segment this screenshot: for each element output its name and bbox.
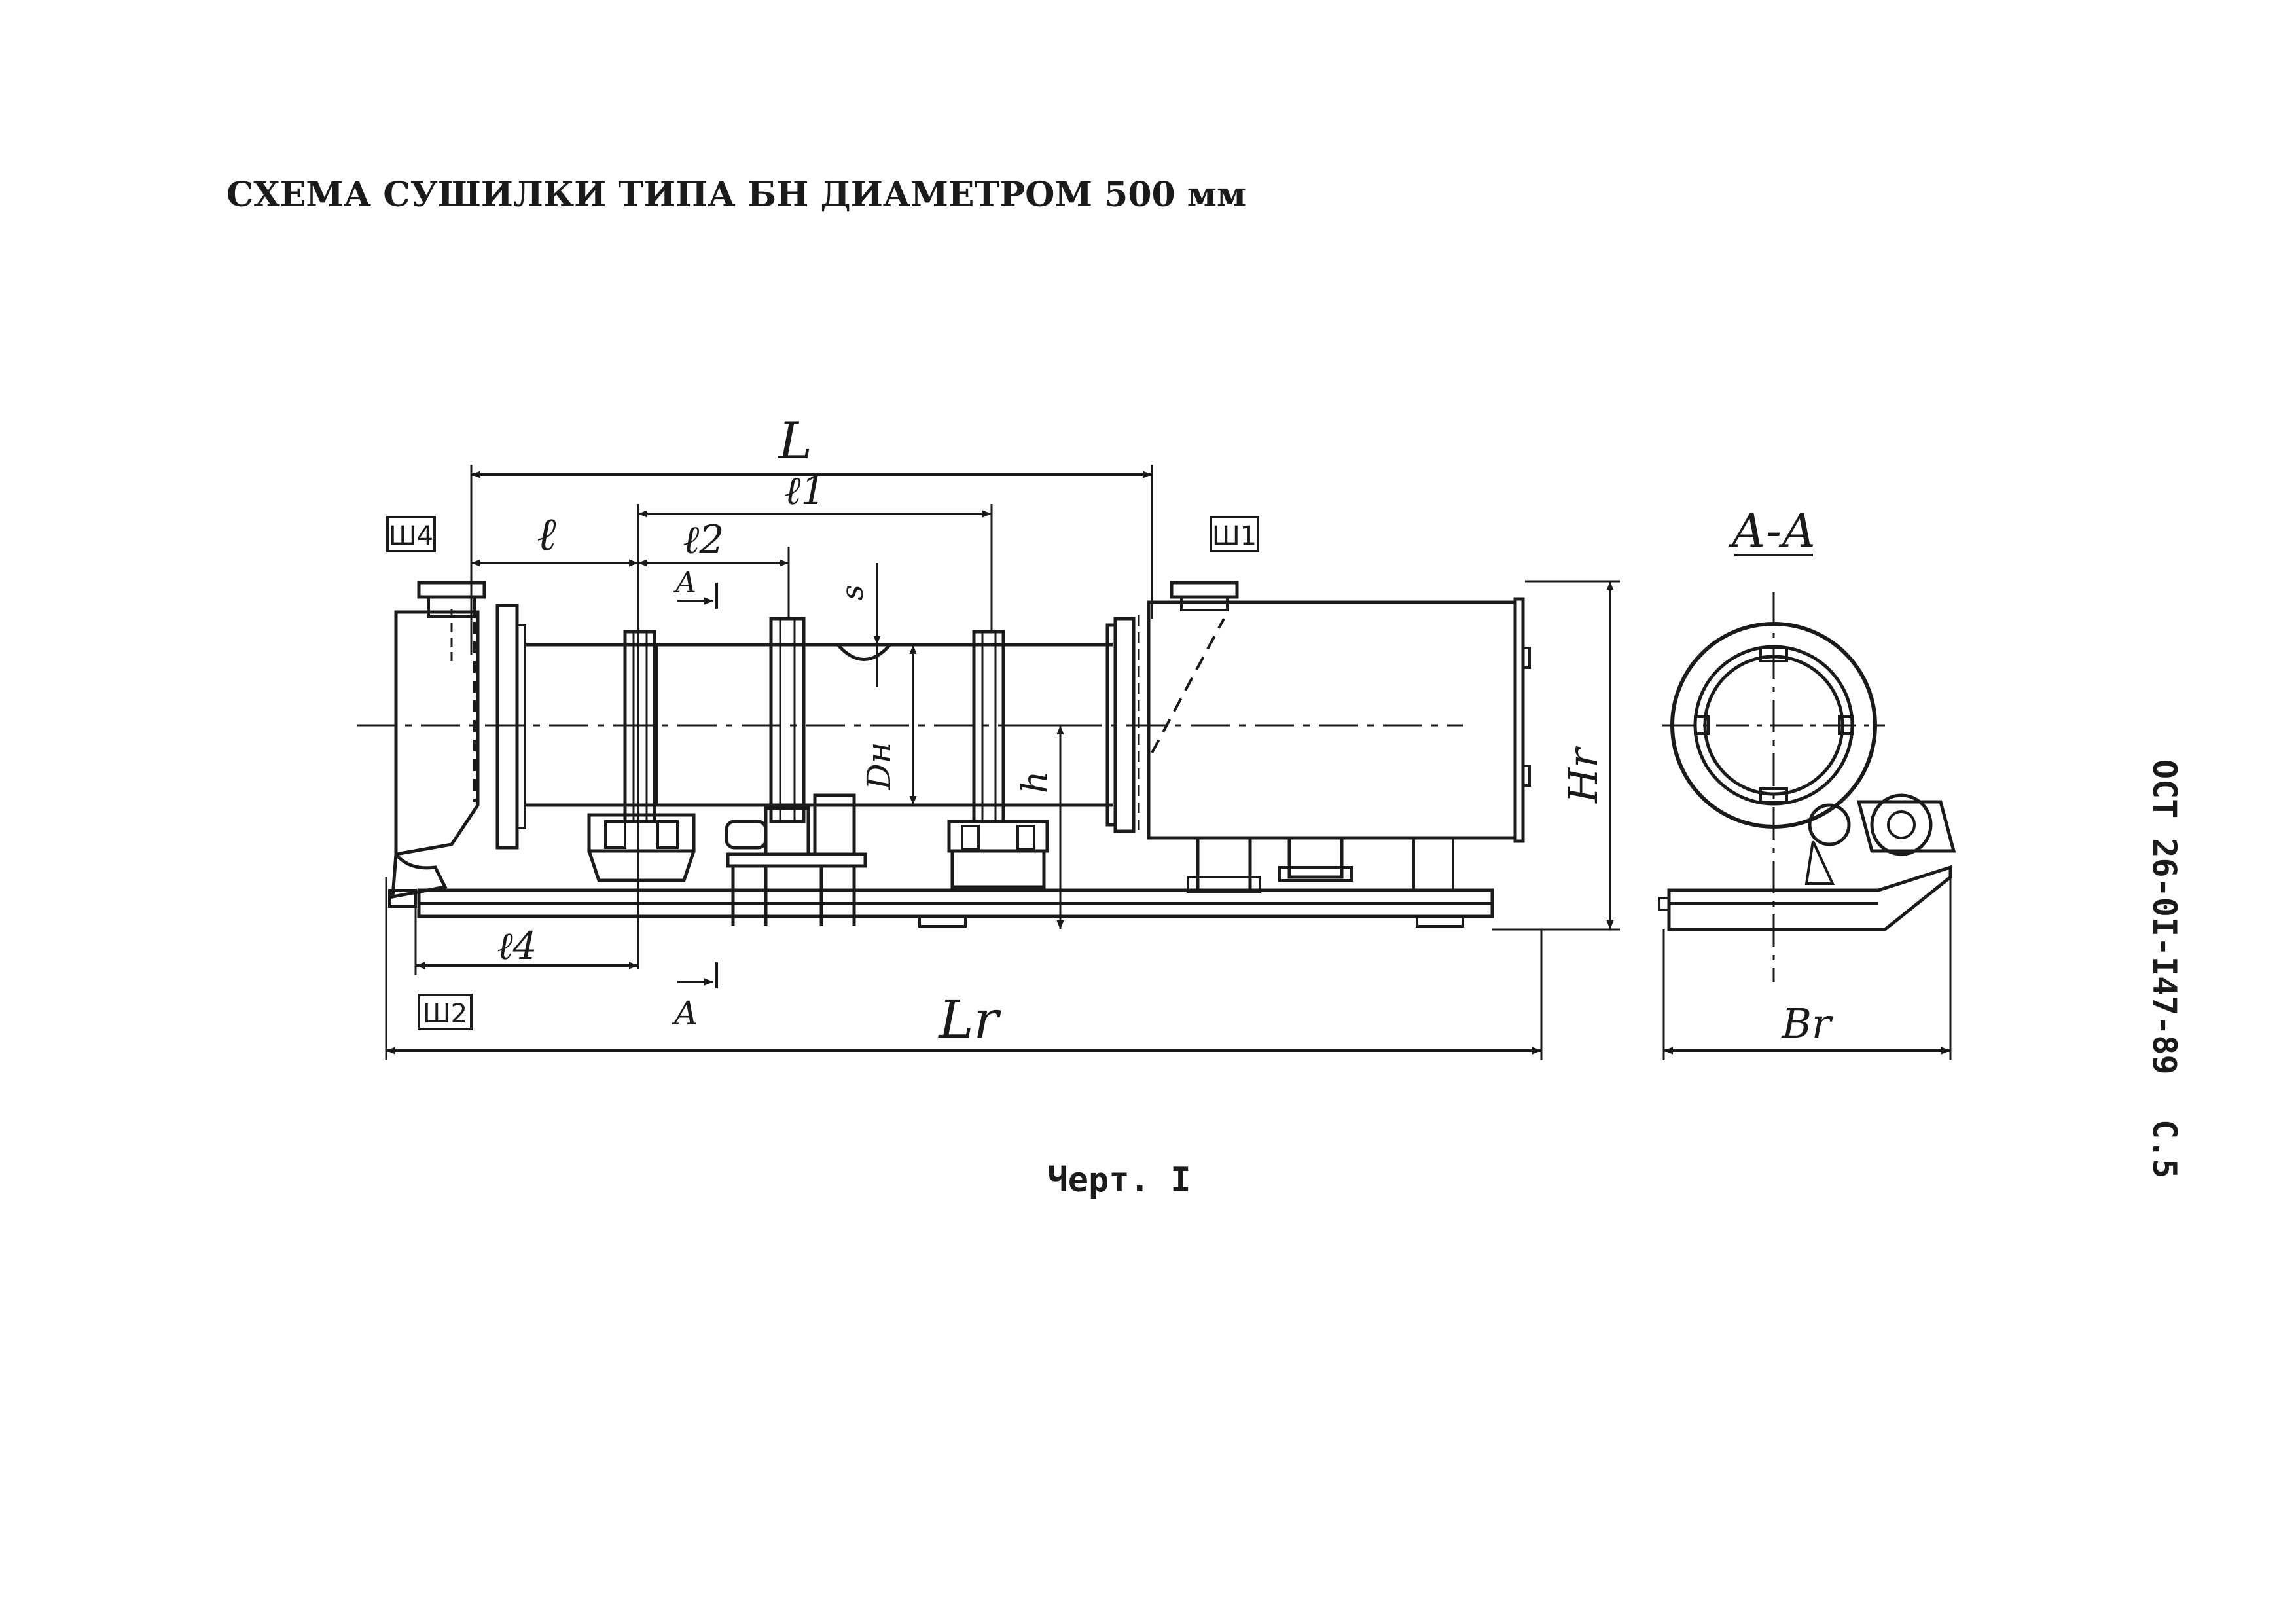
dim-L: L — [777, 412, 812, 471]
standard-stamp: ОСТ 26-0I-I47-89 С.5 — [2145, 759, 2183, 1178]
nozzle-sh4 — [417, 581, 486, 661]
drum-tyre-3 — [972, 630, 1005, 823]
support-roller-left — [587, 813, 696, 882]
nozzle-sh1 — [1170, 581, 1239, 611]
rotary-drum — [525, 643, 1113, 807]
dim-l1: ℓ1 — [784, 468, 825, 514]
dimension-lines — [385, 465, 1620, 1060]
page-number: С.5 — [2145, 1119, 2183, 1178]
cut-mark-top: А — [673, 566, 696, 600]
drum-tyre-1 — [623, 630, 656, 823]
tag-sh1: Ш1 — [1212, 521, 1257, 551]
dim-Br: Br — [1781, 1000, 1833, 1047]
dim-Lr: Lr — [937, 989, 1001, 1050]
section-cut-marks: А А — [672, 566, 718, 1032]
dim-l4: ℓ4 — [497, 924, 537, 968]
section-a-a-view: А-А Br — [1658, 504, 1956, 1060]
drive-unit — [725, 793, 867, 926]
cut-mark-bottom: А — [672, 994, 698, 1032]
support-roller-right — [947, 820, 1049, 889]
loading-chamber — [394, 604, 526, 856]
dryer-side-view — [357, 581, 1531, 928]
dim-Hr: Hr — [1559, 746, 1607, 804]
dim-Dn: Dн — [860, 742, 898, 790]
dim-s: s — [834, 585, 870, 600]
figure-caption: Черт. I — [1047, 1161, 1191, 1200]
drum-tyre-2 — [769, 617, 806, 823]
standard-code: ОСТ 26-0I-I47-89 — [2145, 759, 2183, 1075]
base-frame — [417, 888, 1494, 928]
tag-sh2: Ш2 — [423, 999, 467, 1029]
nozzle-tags: Ш4 Ш1 Ш2 — [386, 516, 1259, 1030]
nozzle-sh2 — [388, 850, 448, 908]
section-label: А-А — [1728, 504, 1816, 558]
unloading-chamber — [1105, 597, 1531, 893]
drawing-title: СХЕМА СУШИЛКИ ТИПА БН ДИАМЕТРОМ 500 мм — [226, 175, 1246, 215]
dimension-labels: L ℓ1 ℓ ℓ2 s Dн h Hr ℓ4 Lr — [497, 412, 1607, 1050]
dim-l: ℓ — [537, 507, 556, 561]
tag-sh4: Ш4 — [389, 521, 433, 551]
dim-l2: ℓ2 — [683, 517, 724, 563]
dim-h: h — [1014, 771, 1056, 794]
